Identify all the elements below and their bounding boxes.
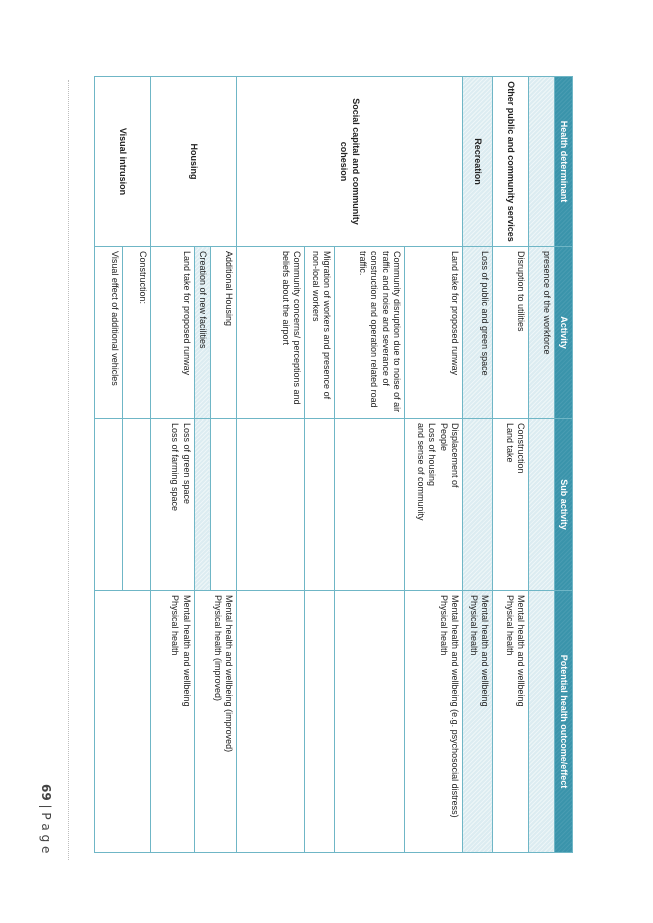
cell-activity: Additional Housing [210, 246, 237, 419]
cell-outcome [94, 590, 151, 853]
cell-determinant: Social capital and community cohesion [236, 76, 463, 247]
margin-line [68, 80, 69, 860]
cell-sub-activity [210, 418, 237, 591]
outcome-line: Mental health and wellbeing (e.g. psycho… [450, 595, 460, 818]
cell-outcome [334, 590, 405, 853]
table-row: Visual intrusion Construction: [94, 76, 151, 853]
cell-outcome [304, 590, 335, 853]
cell-activity: Land take for proposed runway [404, 246, 463, 419]
cell-determinant: Other public and community services [492, 76, 529, 247]
cell-activity: Community concerns/ perceptions and beli… [236, 246, 305, 419]
cell-sub-activity [94, 418, 123, 591]
outcome-line: Physical health (improved) [212, 595, 223, 702]
outcome-line: Mental health and wellbeing [516, 595, 526, 707]
header-activity: Activity [554, 246, 573, 419]
outcome-line: Mental health and wellbeing (improved) [224, 595, 234, 753]
cell-outcome [236, 590, 305, 853]
outcome-line: Mental health and wellbeing [181, 595, 192, 707]
sub-activity-line: Loss of green space [181, 423, 192, 505]
cell-outcome: Mental health and wellbeing Physical hea… [492, 590, 529, 853]
rotated-table: Health determinant Activity Sub activity… [94, 76, 573, 853]
cell-sub-activity [462, 418, 493, 591]
cell-sub-activity [334, 418, 405, 591]
cell-outcome [528, 590, 555, 853]
sub-activity-line: Land take [504, 423, 515, 463]
cell-sub-activity [528, 418, 555, 591]
table-container: Health determinant Activity Sub activity… [94, 76, 573, 853]
table-row: Recreation Loss of public and green spac… [462, 76, 493, 853]
table-row: Other public and community services Disr… [492, 76, 529, 853]
cell-sub-activity: Construction Land take [492, 418, 529, 591]
cell-activity: Creation of new facilities [194, 246, 211, 419]
table-header-row: Health determinant Activity Sub activity… [554, 76, 573, 853]
page-number: 69 | P a g e [39, 784, 53, 854]
outcome-line: Physical health [170, 595, 181, 656]
cell-outcome: Mental health and wellbeing (improved) P… [194, 590, 237, 853]
cell-activity: Land take for proposed runway [150, 246, 195, 419]
cell-outcome: Mental health and wellbeing (e.g. psycho… [404, 590, 463, 853]
cell-determinant: Recreation [462, 76, 493, 247]
cell-activity: Disruption to utilities [492, 246, 529, 419]
cell-sub-activity: Loss of green space Loss of farming spac… [150, 418, 195, 591]
header-sub-activity: Sub activity [554, 418, 573, 591]
cell-determinant: Visual intrusion [94, 76, 151, 247]
outcome-line: Physical health [468, 595, 479, 656]
cell-sub-activity [194, 418, 211, 591]
cell-activity: Loss of public and green space [462, 246, 493, 419]
sub-activity-line: People [438, 423, 449, 452]
cell-activity: Community disruption due to noise of air… [334, 246, 405, 419]
cell-activity: presence of the workforce [528, 246, 555, 419]
header-outcome: Potential health outcome/effect [554, 590, 573, 853]
sub-activity-line: Displacement of [450, 423, 460, 488]
cell-activity: Migration of workers and presence of non… [304, 246, 335, 419]
outcome-line: Mental health and wellbeing [480, 595, 490, 707]
cell-sub-activity [304, 418, 335, 591]
outcome-line: Physical health [438, 595, 449, 656]
sub-activity-line: and sense of community [416, 423, 427, 521]
sub-activity-line: Loss of farming space [170, 423, 181, 512]
cell-determinant: Housing [150, 76, 237, 247]
table-row: Housing Additional Housing Mental health… [150, 76, 237, 853]
cell-determinant [528, 76, 555, 247]
table-row: Social capital and community cohesion La… [236, 76, 463, 853]
cell-sub-activity [122, 418, 151, 591]
health-determinant-table: Health determinant Activity Sub activity… [94, 76, 573, 853]
cell-activity: Construction: [122, 246, 151, 419]
header-determinant: Health determinant [554, 76, 573, 247]
sub-activity-line: Construction [516, 423, 526, 474]
outcome-line: Physical health [504, 595, 515, 656]
cell-outcome: Mental health and wellbeing Physical hea… [462, 590, 493, 853]
cell-activity: Visual effect of additional vehicles [94, 246, 123, 419]
sub-activity-line: Loss of housing [427, 423, 438, 487]
cell-outcome: Mental health and wellbeing Physical hea… [150, 590, 195, 853]
table-row: presence of the workforce [528, 76, 555, 853]
cell-sub-activity: Displacement of People Loss of housing a… [404, 418, 463, 591]
cell-sub-activity [236, 418, 305, 591]
